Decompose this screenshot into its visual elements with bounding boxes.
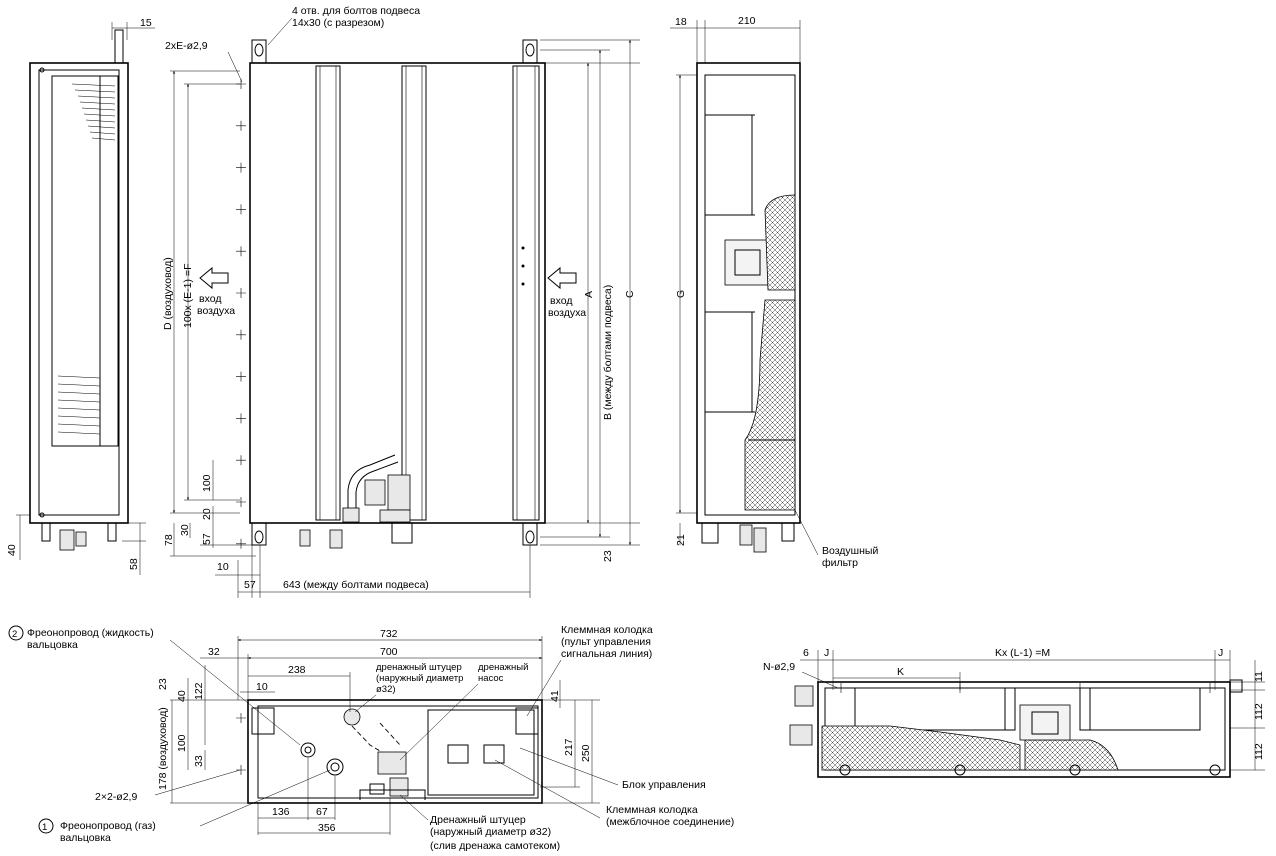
air-inlet-left-1: вход	[199, 293, 221, 305]
holes-dim-e: 2xE-ø2,9	[165, 40, 208, 52]
dim-F: 100x (E-1) =F	[182, 264, 194, 328]
dim-100: 100	[201, 474, 213, 492]
dim-30: 30	[179, 524, 191, 536]
filter-label-2: фильтр	[822, 557, 858, 569]
mount-hole-cross	[236, 204, 246, 215]
bv-dim-32: 32	[208, 646, 220, 658]
dim-18: 18	[675, 16, 687, 28]
filter-label-1: Воздушный	[822, 545, 878, 557]
bv-dim-356: 356	[318, 822, 336, 834]
terminal-2: (пульт управления	[561, 636, 651, 648]
top-plan-view: 6 J Kx (L-1) =M J K N-ø2,9 11 112 112	[763, 647, 1265, 778]
bv-holes: 2×2-ø2,9	[95, 791, 137, 803]
dim-A: A	[583, 291, 595, 298]
dim-210: 210	[738, 15, 756, 27]
holes-label-2: 14x30 (с разрезом)	[292, 17, 384, 29]
tv-dim-112b: 112	[1253, 743, 1265, 760]
drain-top-1: дренажный штуцер	[376, 662, 462, 673]
mount-hole-cross	[236, 120, 246, 131]
pipe-liquid-2: вальцовка	[27, 639, 78, 651]
pipe-gas-2: вальцовка	[60, 832, 111, 844]
drain-bot-2: (наружный диаметр ø32)	[430, 826, 551, 838]
dim-10: 10	[217, 561, 229, 573]
tv-dim-6: 6	[803, 647, 809, 659]
tv-dim-11: 11	[1253, 671, 1265, 682]
bv-dim-250: 250	[580, 744, 592, 762]
bv-dim-23: 23	[157, 678, 169, 690]
bv-dim-732: 732	[380, 628, 398, 640]
dim-21: 21	[675, 534, 687, 546]
bv-dim-41: 41	[549, 690, 561, 702]
dim-D: D (воздуховод)	[162, 257, 174, 330]
tv-dim-KL: Kx (L-1) =M	[995, 647, 1050, 659]
tv-dim-112a: 112	[1253, 703, 1265, 720]
tv-dim-J1: J	[824, 647, 829, 659]
air-inlet-right-1: вход	[550, 295, 572, 307]
terminal-b-1: Клеммная колодка	[606, 804, 698, 816]
callout-1-num: 1	[42, 822, 47, 833]
mount-hole-cross	[236, 413, 246, 424]
holes-label-1: 4 отв. для болтов подвеса	[292, 5, 420, 17]
dim-23-front: 23	[602, 550, 614, 562]
mount-hole-cross	[236, 497, 246, 507]
mount-hole-cross	[236, 162, 246, 173]
drain-bot-1: Дренажный штуцер	[430, 814, 526, 826]
dim-57-v: 57	[201, 533, 213, 545]
drain-bot-3: (слив дренажа самотеком)	[430, 840, 560, 852]
mount-hole-cross	[236, 288, 246, 298]
dim-B: B (между болтами подвеса)	[602, 285, 614, 420]
dim-15: 15	[140, 17, 152, 29]
drain-top-2: (наружный диаметр	[376, 673, 463, 684]
mount-hole-cross	[236, 329, 246, 340]
air-inlet-left-2: воздуха	[197, 305, 235, 317]
tv-dim-J2: J	[1218, 647, 1223, 659]
dim-G: G	[675, 290, 687, 298]
dim-643: 643 (между болтами подвеса)	[283, 579, 429, 591]
control-box: Блок управления	[622, 779, 706, 791]
terminal-3: сигнальная линия)	[561, 648, 652, 660]
drain-top-3: ø32)	[376, 684, 396, 695]
terminal-1: Клеммная колодка	[561, 624, 653, 636]
dim-78: 78	[163, 534, 175, 546]
bv-dim-33: 33	[193, 755, 205, 767]
tv-holes: N-ø2,9	[763, 661, 795, 673]
callout-2-num: 2	[12, 629, 17, 640]
bv-dim-700: 700	[380, 646, 398, 658]
dim-20: 20	[201, 508, 213, 520]
mount-hole-cross	[236, 371, 246, 382]
air-inlet-right-2: воздуха	[548, 307, 586, 319]
left-side-view: 15 40 58	[6, 17, 155, 575]
dim-C: C	[624, 290, 636, 298]
bottom-plan-view: 732 700 32 238 10 178 (воздуховод) 23 40…	[8, 624, 734, 852]
dim-40-left: 40	[6, 544, 18, 556]
bv-dim-100: 100	[176, 734, 188, 752]
pipe-liquid-1: Фреонопровод (жидкость)	[27, 627, 154, 639]
bv-dim-40: 40	[176, 690, 188, 702]
right-side-view: 18 210 G 21 Воздушный фильтр	[670, 15, 878, 569]
mount-hole-cross	[236, 455, 246, 466]
bv-dim-217: 217	[563, 738, 575, 756]
bv-dim-178: 178 (воздуховод)	[157, 707, 169, 790]
bv-dim-136: 136	[272, 806, 290, 818]
mount-hole-cross	[236, 538, 246, 549]
terminal-b-2: (межблочное соединение)	[606, 816, 734, 828]
drain-pump-1: дренажный	[478, 662, 528, 673]
drain-pump-2: насос	[478, 673, 504, 684]
tv-dim-K: K	[897, 666, 904, 678]
bv-dim-122: 122	[193, 682, 205, 700]
bv-dim-10: 10	[256, 681, 268, 693]
dim-58: 58	[128, 558, 140, 570]
front-view: вход воздуха вход воздуха 4 отв. для бол…	[162, 5, 640, 598]
bv-dim-67: 67	[316, 806, 328, 818]
mount-hole-cross	[236, 246, 246, 257]
bv-dim-238: 238	[288, 664, 306, 676]
dim-57-h: 57	[244, 579, 256, 591]
pipe-gas-1: Фреонопровод (газ)	[60, 820, 156, 832]
